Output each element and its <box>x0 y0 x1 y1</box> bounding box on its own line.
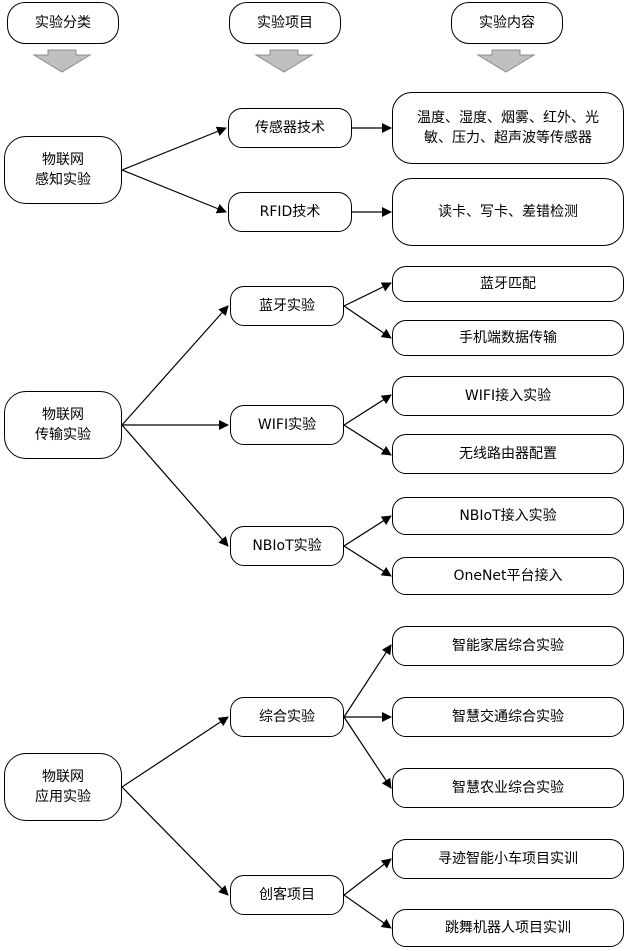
content-dance-robot: 跳舞机器人项目实训 <box>392 909 624 947</box>
edge-maker-car <box>343 858 392 896</box>
edge-bt-phone <box>343 305 392 339</box>
content-smart-home: 智能家居综合实验 <box>392 626 624 666</box>
edge-trans-nb <box>121 424 229 547</box>
edge-comp-home <box>343 644 392 718</box>
edge-wifi-router <box>343 424 392 456</box>
content-rfid-ops: 读卡、写卡、差错检测 <box>392 178 624 246</box>
content-wifi-router: 无线路由器配置 <box>392 434 624 474</box>
project-wifi: WIFI实验 <box>230 405 344 445</box>
header-down-arrow-content <box>476 49 536 73</box>
project-bluetooth: 蓝牙实验 <box>230 286 344 326</box>
project-rfid: RFID技术 <box>228 192 352 232</box>
content-nb-access: NBIoT接入实验 <box>392 497 624 535</box>
project-nbiot: NBIoT实验 <box>230 526 344 566</box>
edge-sensing-rfid <box>121 169 227 214</box>
header-category: 实验分类 <box>7 2 119 44</box>
edge-app-maker <box>121 786 229 896</box>
edge-wifi-access <box>343 394 392 426</box>
content-smart-agri: 智慧农业综合实验 <box>392 768 624 808</box>
category-application: 物联网 应用实验 <box>4 753 122 821</box>
edge-bt-pair <box>343 282 392 307</box>
header-down-arrow-project <box>254 49 314 73</box>
edge-nb-access <box>343 515 392 547</box>
content-onenet: OneNet平台接入 <box>392 557 624 595</box>
project-comprehensive: 综合实验 <box>230 697 344 737</box>
edge-maker-robot <box>343 894 392 929</box>
content-line-car: 寻迹智能小车项目实训 <box>392 839 624 879</box>
content-smart-traffic: 智慧交通综合实验 <box>392 697 624 737</box>
edge-nb-onenet <box>343 545 392 577</box>
project-sensor: 传感器技术 <box>228 108 352 148</box>
edge-app-comp <box>121 716 229 788</box>
edge-sensing-sensor <box>121 126 227 171</box>
content-bt-phone: 手机端数据传输 <box>392 320 624 356</box>
category-transmission: 物联网 传输实验 <box>4 391 122 459</box>
edge-trans-bt <box>121 305 229 426</box>
content-wifi-access: WIFI接入实验 <box>392 376 624 416</box>
category-sensing: 物联网 感知实验 <box>4 136 122 204</box>
header-down-arrow-category <box>32 49 92 73</box>
header-project: 实验项目 <box>229 2 341 44</box>
header-content: 实验内容 <box>451 2 563 44</box>
content-sensor-types: 温度、湿度、烟雾、红外、光 敏、压力、超声波等传感器 <box>392 92 624 164</box>
content-bt-pair: 蓝牙匹配 <box>392 266 624 302</box>
edge-comp-agri <box>343 716 392 789</box>
project-maker: 创客项目 <box>230 875 344 915</box>
